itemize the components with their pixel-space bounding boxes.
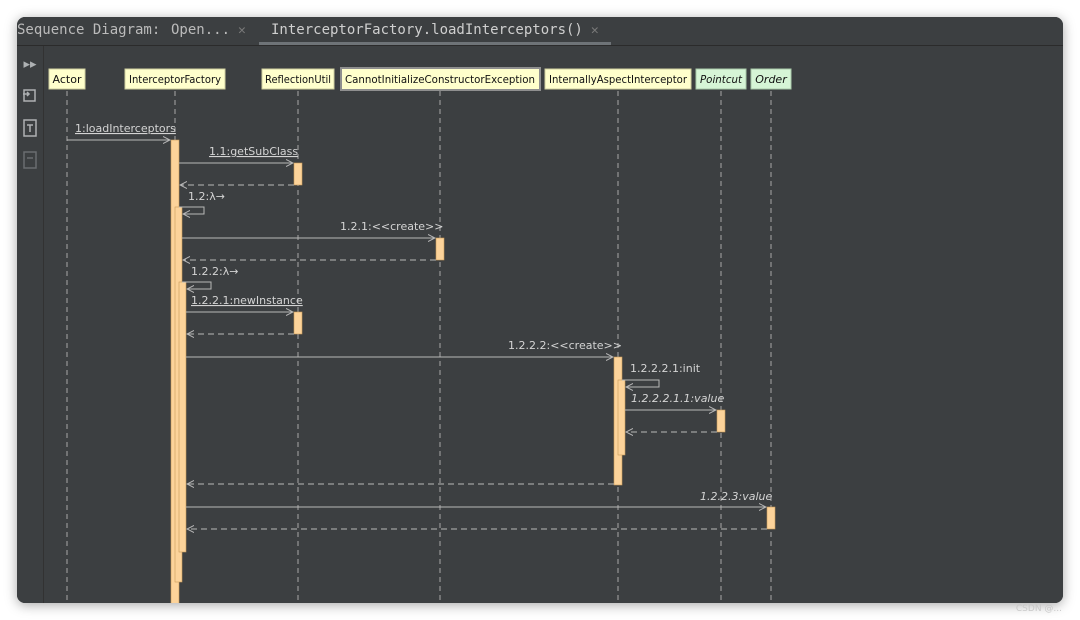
message-label[interactable]: 1.2.1:<<create>> xyxy=(340,220,443,233)
message-label[interactable]: 1:loadInterceptors xyxy=(75,122,176,135)
activation-bar xyxy=(178,281,187,553)
tab-load-interceptors-label: InterceptorFactory.loadInterceptors() xyxy=(271,22,583,38)
participant-actor-label: Actor xyxy=(53,73,82,86)
message-label[interactable]: 1.2.2.2:<<create>> xyxy=(508,339,622,352)
activation-bar xyxy=(617,379,626,456)
sequence-diagram-window: Sequence Diagram: Open... ✕ InterceptorFa… xyxy=(17,17,1063,603)
activation-bar xyxy=(293,162,303,186)
self-message-arrow xyxy=(622,379,660,387)
participant-reflection-util[interactable]: ReflectionUtil xyxy=(261,68,335,90)
message-label[interactable]: 1.2.2.2.1:init xyxy=(630,362,701,375)
self-message-arrow xyxy=(179,206,205,214)
message-label[interactable]: 1.2.2.3:value xyxy=(700,490,772,503)
activation-bar xyxy=(766,506,776,530)
participant-cannot-initialize-label: CannotInitializeConstructorException xyxy=(345,73,535,86)
close-icon[interactable]: ✕ xyxy=(590,23,599,38)
message-label[interactable]: 1.1:getSubClass xyxy=(209,145,298,158)
activation-bar xyxy=(716,409,726,433)
message-label[interactable]: 1.2.2:λ→ xyxy=(191,265,238,278)
participant-internally-aspect-label: InternallyAspectInterceptor xyxy=(549,73,687,86)
participant-interceptor-factory[interactable]: InterceptorFactory xyxy=(124,68,226,90)
participant-order[interactable]: Order xyxy=(750,68,792,90)
message-label[interactable]: 1.2.2.2.1.1:value xyxy=(631,392,724,405)
close-icon[interactable]: ✕ xyxy=(238,23,246,38)
export-icon[interactable] xyxy=(20,87,40,107)
watermark: CSDN @... xyxy=(1015,604,1062,614)
diagram-toolbar: ▸▸ xyxy=(17,46,44,603)
participant-reflection-util-label: ReflectionUtil xyxy=(265,73,331,86)
participant-pointcut-label: Pointcut xyxy=(700,73,743,86)
tab-load-interceptors[interactable]: InterceptorFactory.loadInterceptors() ✕ xyxy=(259,17,611,45)
messages xyxy=(67,140,767,529)
tab-bar: Sequence Diagram: Open... ✕ InterceptorFa… xyxy=(17,17,1063,46)
sequence-diagram: Actor InterceptorFactory ReflectionUtil … xyxy=(48,67,792,603)
diagram-canvas[interactable]: Actor InterceptorFactory ReflectionUtil … xyxy=(44,46,1063,603)
activations xyxy=(170,139,776,603)
participant-pointcut[interactable]: Pointcut xyxy=(695,68,747,90)
tab-open[interactable]: Open... ✕ xyxy=(171,17,246,45)
participant-cannot-initialize[interactable]: CannotInitializeConstructorException xyxy=(340,67,541,91)
message-label[interactable]: 1.2:λ→ xyxy=(188,190,225,203)
participant-order-label: Order xyxy=(755,73,788,86)
participant-actor[interactable]: Actor xyxy=(48,68,86,90)
self-message-arrow xyxy=(182,281,212,289)
class-icon[interactable] xyxy=(20,119,40,139)
file-icon[interactable] xyxy=(20,151,40,171)
message-labels: 1:loadInterceptors 1.1:getSubClass 1.2:λ… xyxy=(75,122,772,503)
tool-window-title: Sequence Diagram: xyxy=(17,22,161,38)
message-label[interactable]: 1.2.2.1:newInstance xyxy=(191,294,303,307)
expand-icon[interactable]: ▸▸ xyxy=(23,57,37,72)
participant-interceptor-factory-label: InterceptorFactory xyxy=(129,73,221,86)
participant-internally-aspect[interactable]: InternallyAspectInterceptor xyxy=(544,68,692,90)
activation-bar xyxy=(293,311,303,335)
activation-bar xyxy=(435,237,445,261)
tab-open-label: Open... xyxy=(171,22,231,38)
